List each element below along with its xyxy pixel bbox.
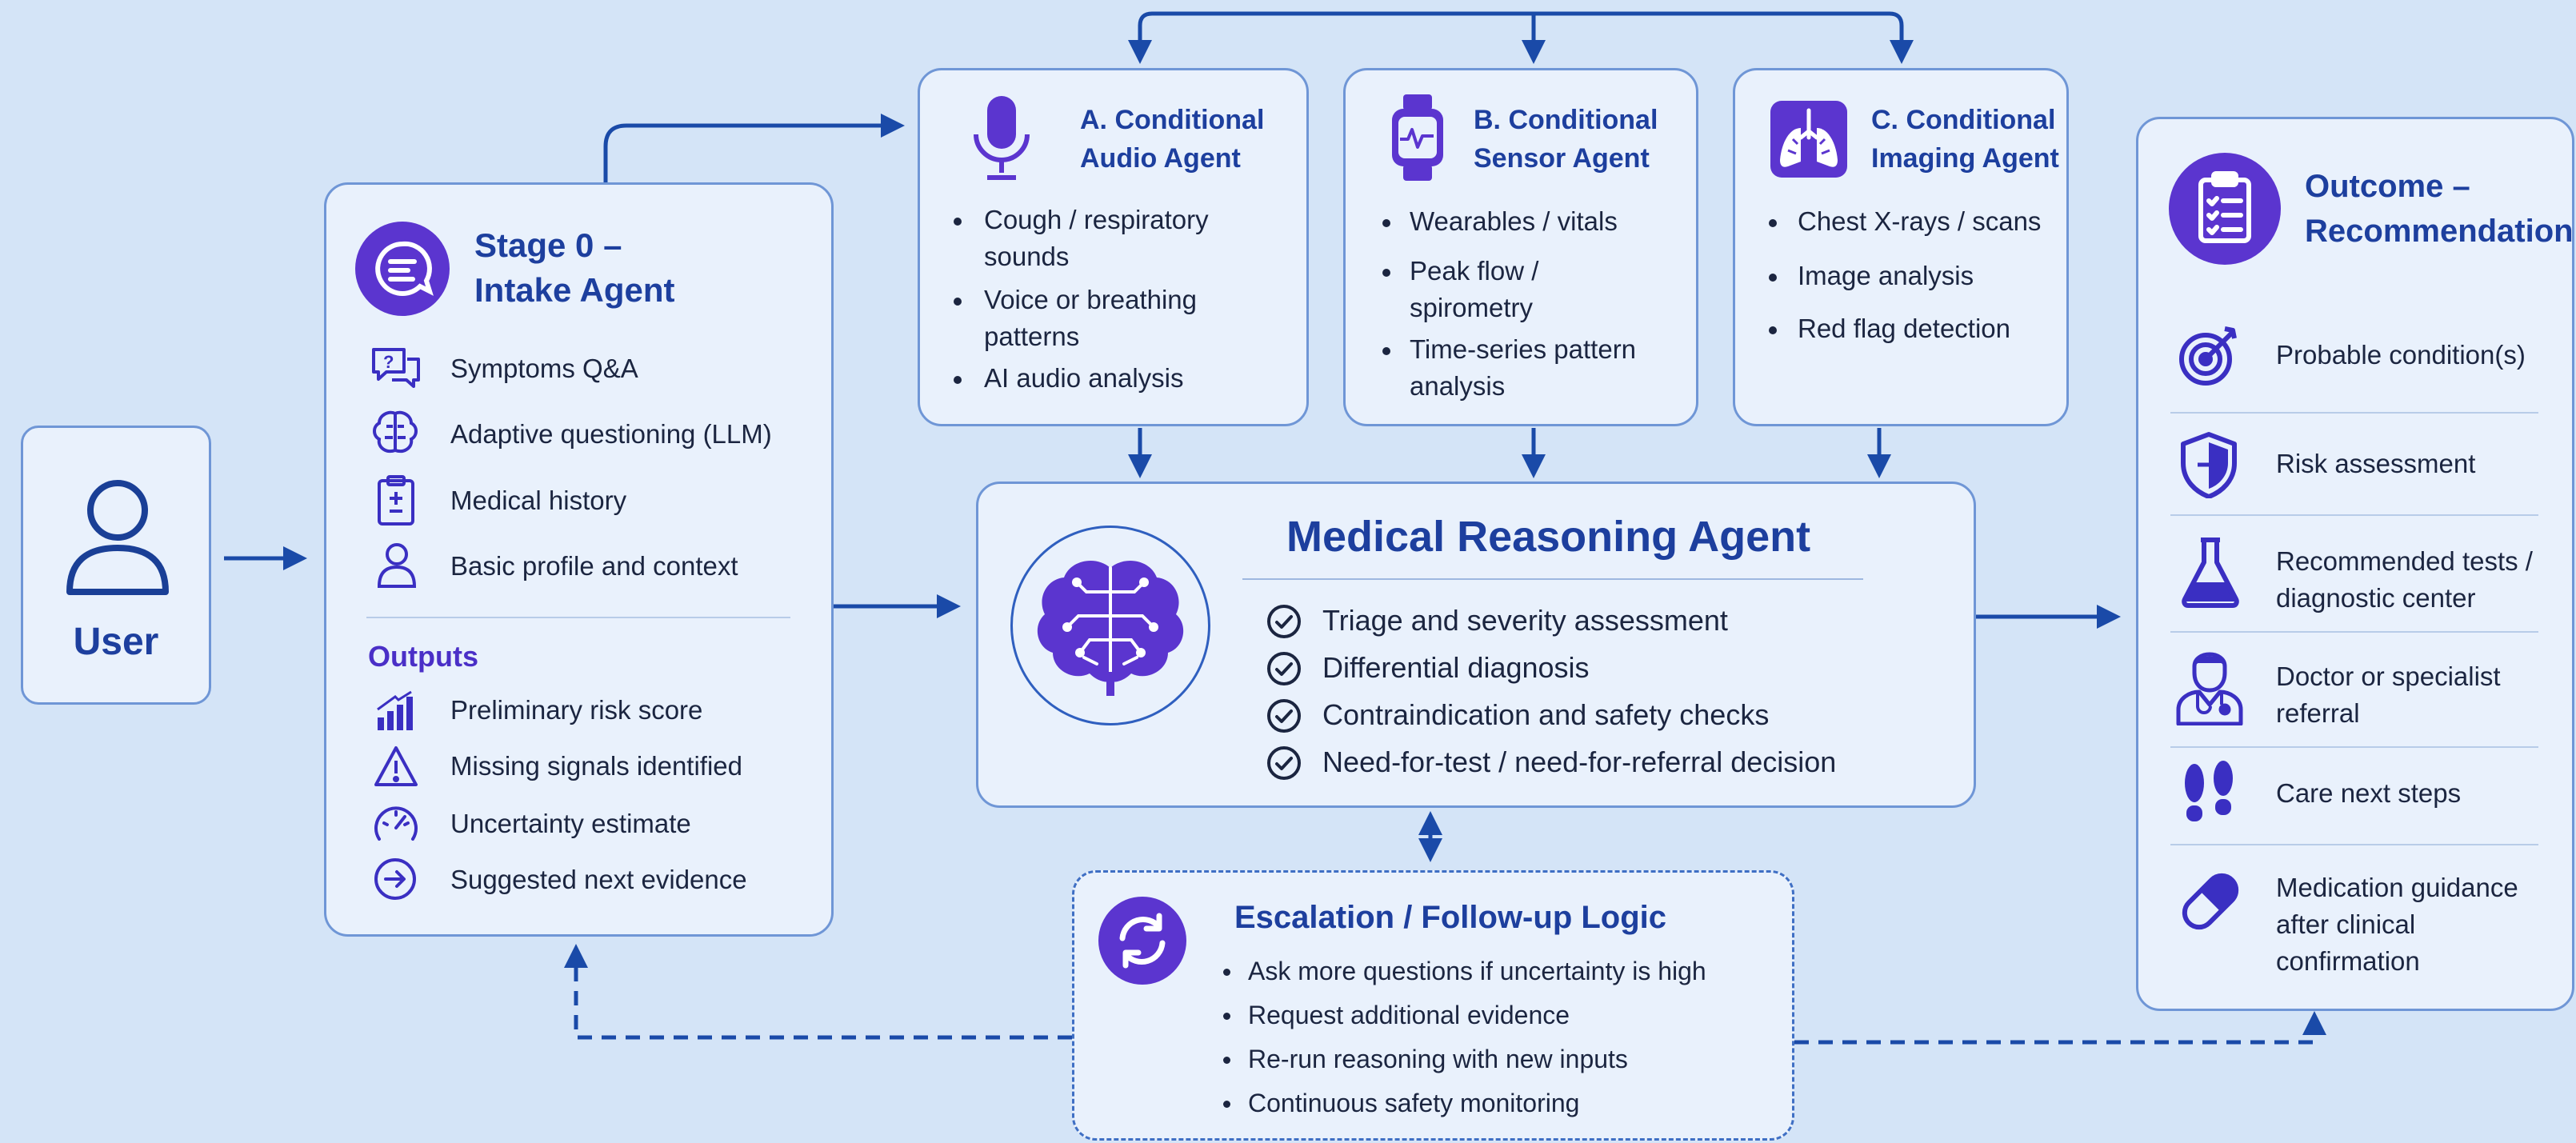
medical-reasoning-panel: Medical Reasoning Agent Triage and sever…: [976, 482, 1976, 808]
output-next-evidence: Suggested next evidence: [450, 865, 747, 894]
intake-item-symptoms: Symptoms Q&A: [450, 354, 638, 383]
target-icon: [2175, 322, 2242, 390]
imaging-item-3: Red flag detection: [1798, 314, 2011, 343]
smartwatch-icon: [1386, 93, 1450, 182]
reasoning-title: Medical Reasoning Agent: [1286, 513, 1811, 561]
outcome-item-medication-a: Medication guidance: [2276, 873, 2518, 902]
reasoning-item-safety: Contraindication and safety checks: [1322, 698, 1770, 731]
svg-text:?: ?: [383, 352, 394, 372]
reasoning-item-decision: Need-for-test / need-for-referral decisi…: [1322, 745, 1837, 778]
sensor-item-3b: analysis: [1410, 371, 1506, 401]
top-bus: [1138, 11, 1904, 42]
outcome-item-tests-a: Recommended tests /: [2276, 546, 2533, 576]
sensor-item-3a: Time-series pattern: [1410, 334, 1637, 364]
audio-item-2a: Voice or breathing: [984, 285, 1198, 314]
user-label: User: [73, 621, 159, 663]
dashed-escalation-to-outcome: [1794, 1011, 2326, 1045]
pill-capsule-icon: [2174, 865, 2247, 938]
intake-title-line2: Intake Agent: [474, 271, 675, 309]
outcome-item-referral-b: referral: [2276, 698, 2360, 728]
intake-title-line1: Stage 0 –: [474, 226, 622, 264]
arrow-circle-icon: [373, 857, 418, 901]
outcome-title-line2: Recommendation: [2305, 214, 2574, 249]
microphone-icon: [968, 93, 1035, 184]
imaging-title-line2: Imaging Agent: [1871, 143, 2059, 174]
outcome-title-line1: Outcome –: [2305, 169, 2470, 204]
audio-agent-panel: A. Conditional Audio Agent Cough / respi…: [918, 68, 1309, 426]
outcome-item-tests-b: diagnostic center: [2276, 583, 2476, 613]
audio-title-line1: A. Conditional: [1080, 105, 1265, 135]
dashed-escalation-to-intake: [564, 944, 1072, 1040]
warning-triangle-icon: [373, 745, 419, 788]
flask-icon: [2178, 535, 2242, 609]
refresh-cycle-icon: [1098, 897, 1186, 985]
escalation-panel: Escalation / Follow-up Logic Ask more qu…: [1072, 870, 1794, 1141]
sensor-item-1: Wearables / vitals: [1410, 206, 1618, 236]
check-circle-icon: [1266, 651, 1302, 686]
intake-item-history: Medical history: [450, 486, 627, 515]
intake-agent-panel: Stage 0 – Intake Agent ? Symptoms Q&A Ad…: [324, 182, 834, 937]
question-bubble-icon: ?: [370, 346, 422, 391]
intake-item-adaptive: Adaptive questioning (LLM): [450, 419, 772, 449]
intake-divider: [366, 617, 790, 618]
user-box: User: [21, 426, 211, 705]
audio-item-3: AI audio analysis: [984, 363, 1184, 393]
sensor-title-line2: Sensor Agent: [1474, 143, 1650, 174]
outcome-item-condition: Probable condition(s): [2276, 340, 2526, 370]
outcome-item-referral-a: Doctor or specialist: [2276, 661, 2501, 691]
imaging-item-2: Image analysis: [1798, 261, 1974, 290]
escalation-item-3: Re-run reasoning with new inputs: [1248, 1045, 1628, 1073]
check-circle-icon: [1266, 604, 1302, 639]
escalation-item-4: Continuous safety monitoring: [1248, 1089, 1580, 1117]
imaging-item-1: Chest X-rays / scans: [1798, 206, 2042, 236]
clipboard-checklist-icon: [2169, 153, 2281, 265]
outputs-title: Outputs: [368, 640, 478, 673]
lungs-icon: [1769, 99, 1849, 179]
user-icon: [62, 472, 174, 600]
imaging-title-line1: C. Conditional: [1871, 105, 2056, 135]
output-uncertainty: Uncertainty estimate: [450, 809, 691, 838]
footsteps-icon: [2177, 759, 2241, 828]
outcome-item-care: Care next steps: [2276, 778, 2462, 808]
arrow-intake-to-audio: [603, 114, 905, 182]
sensor-item-2a: Peak flow /: [1410, 256, 1539, 286]
person-outline-icon: [376, 542, 418, 588]
intake-item-profile: Basic profile and context: [450, 551, 738, 581]
output-risk-score: Preliminary risk score: [450, 695, 703, 725]
brain-outline-icon: [370, 409, 420, 458]
audio-item-1a: Cough / respiratory: [984, 205, 1209, 234]
audio-item-1b: sounds: [984, 242, 1070, 271]
shield-icon: [2178, 431, 2239, 498]
sensor-agent-panel: B. Conditional Sensor Agent Wearables / …: [1343, 68, 1698, 426]
outcome-item-risk: Risk assessment: [2276, 449, 2476, 478]
intake-chat-icon: [355, 222, 450, 316]
escalation-title: Escalation / Follow-up Logic: [1234, 900, 1667, 935]
reasoning-title-underline: [1242, 578, 1863, 580]
sensor-item-2b: spirometry: [1410, 293, 1534, 322]
clipboard-plus-icon: [376, 474, 416, 527]
check-circle-icon: [1266, 745, 1302, 781]
output-missing-signals: Missing signals identified: [450, 751, 743, 781]
outcome-item-medication-b: after clinical: [2276, 909, 2416, 939]
escalation-item-1: Ask more questions if uncertainty is hig…: [1248, 957, 1706, 985]
audio-item-2b: patterns: [984, 322, 1080, 351]
doctor-icon: [2174, 645, 2246, 725]
check-circle-icon: [1266, 698, 1302, 733]
outcome-panel: Outcome – Recommendation Probable condit…: [2136, 117, 2574, 1011]
sensor-title-line1: B. Conditional: [1474, 105, 1658, 135]
brain-circuit-emblem: [1010, 526, 1210, 725]
reasoning-item-triage: Triage and severity assessment: [1322, 604, 1728, 637]
escalation-item-2: Request additional evidence: [1248, 1001, 1570, 1029]
audio-title-line2: Audio Agent: [1080, 143, 1241, 174]
brain-circuit-icon: [1033, 552, 1188, 699]
imaging-agent-panel: C. Conditional Imaging Agent Chest X-ray…: [1733, 68, 2069, 426]
reasoning-item-differential: Differential diagnosis: [1322, 651, 1590, 684]
outcome-item-medication-c: confirmation: [2276, 946, 2420, 976]
gauge-icon: [373, 802, 419, 844]
bar-chart-icon: [374, 690, 418, 732]
